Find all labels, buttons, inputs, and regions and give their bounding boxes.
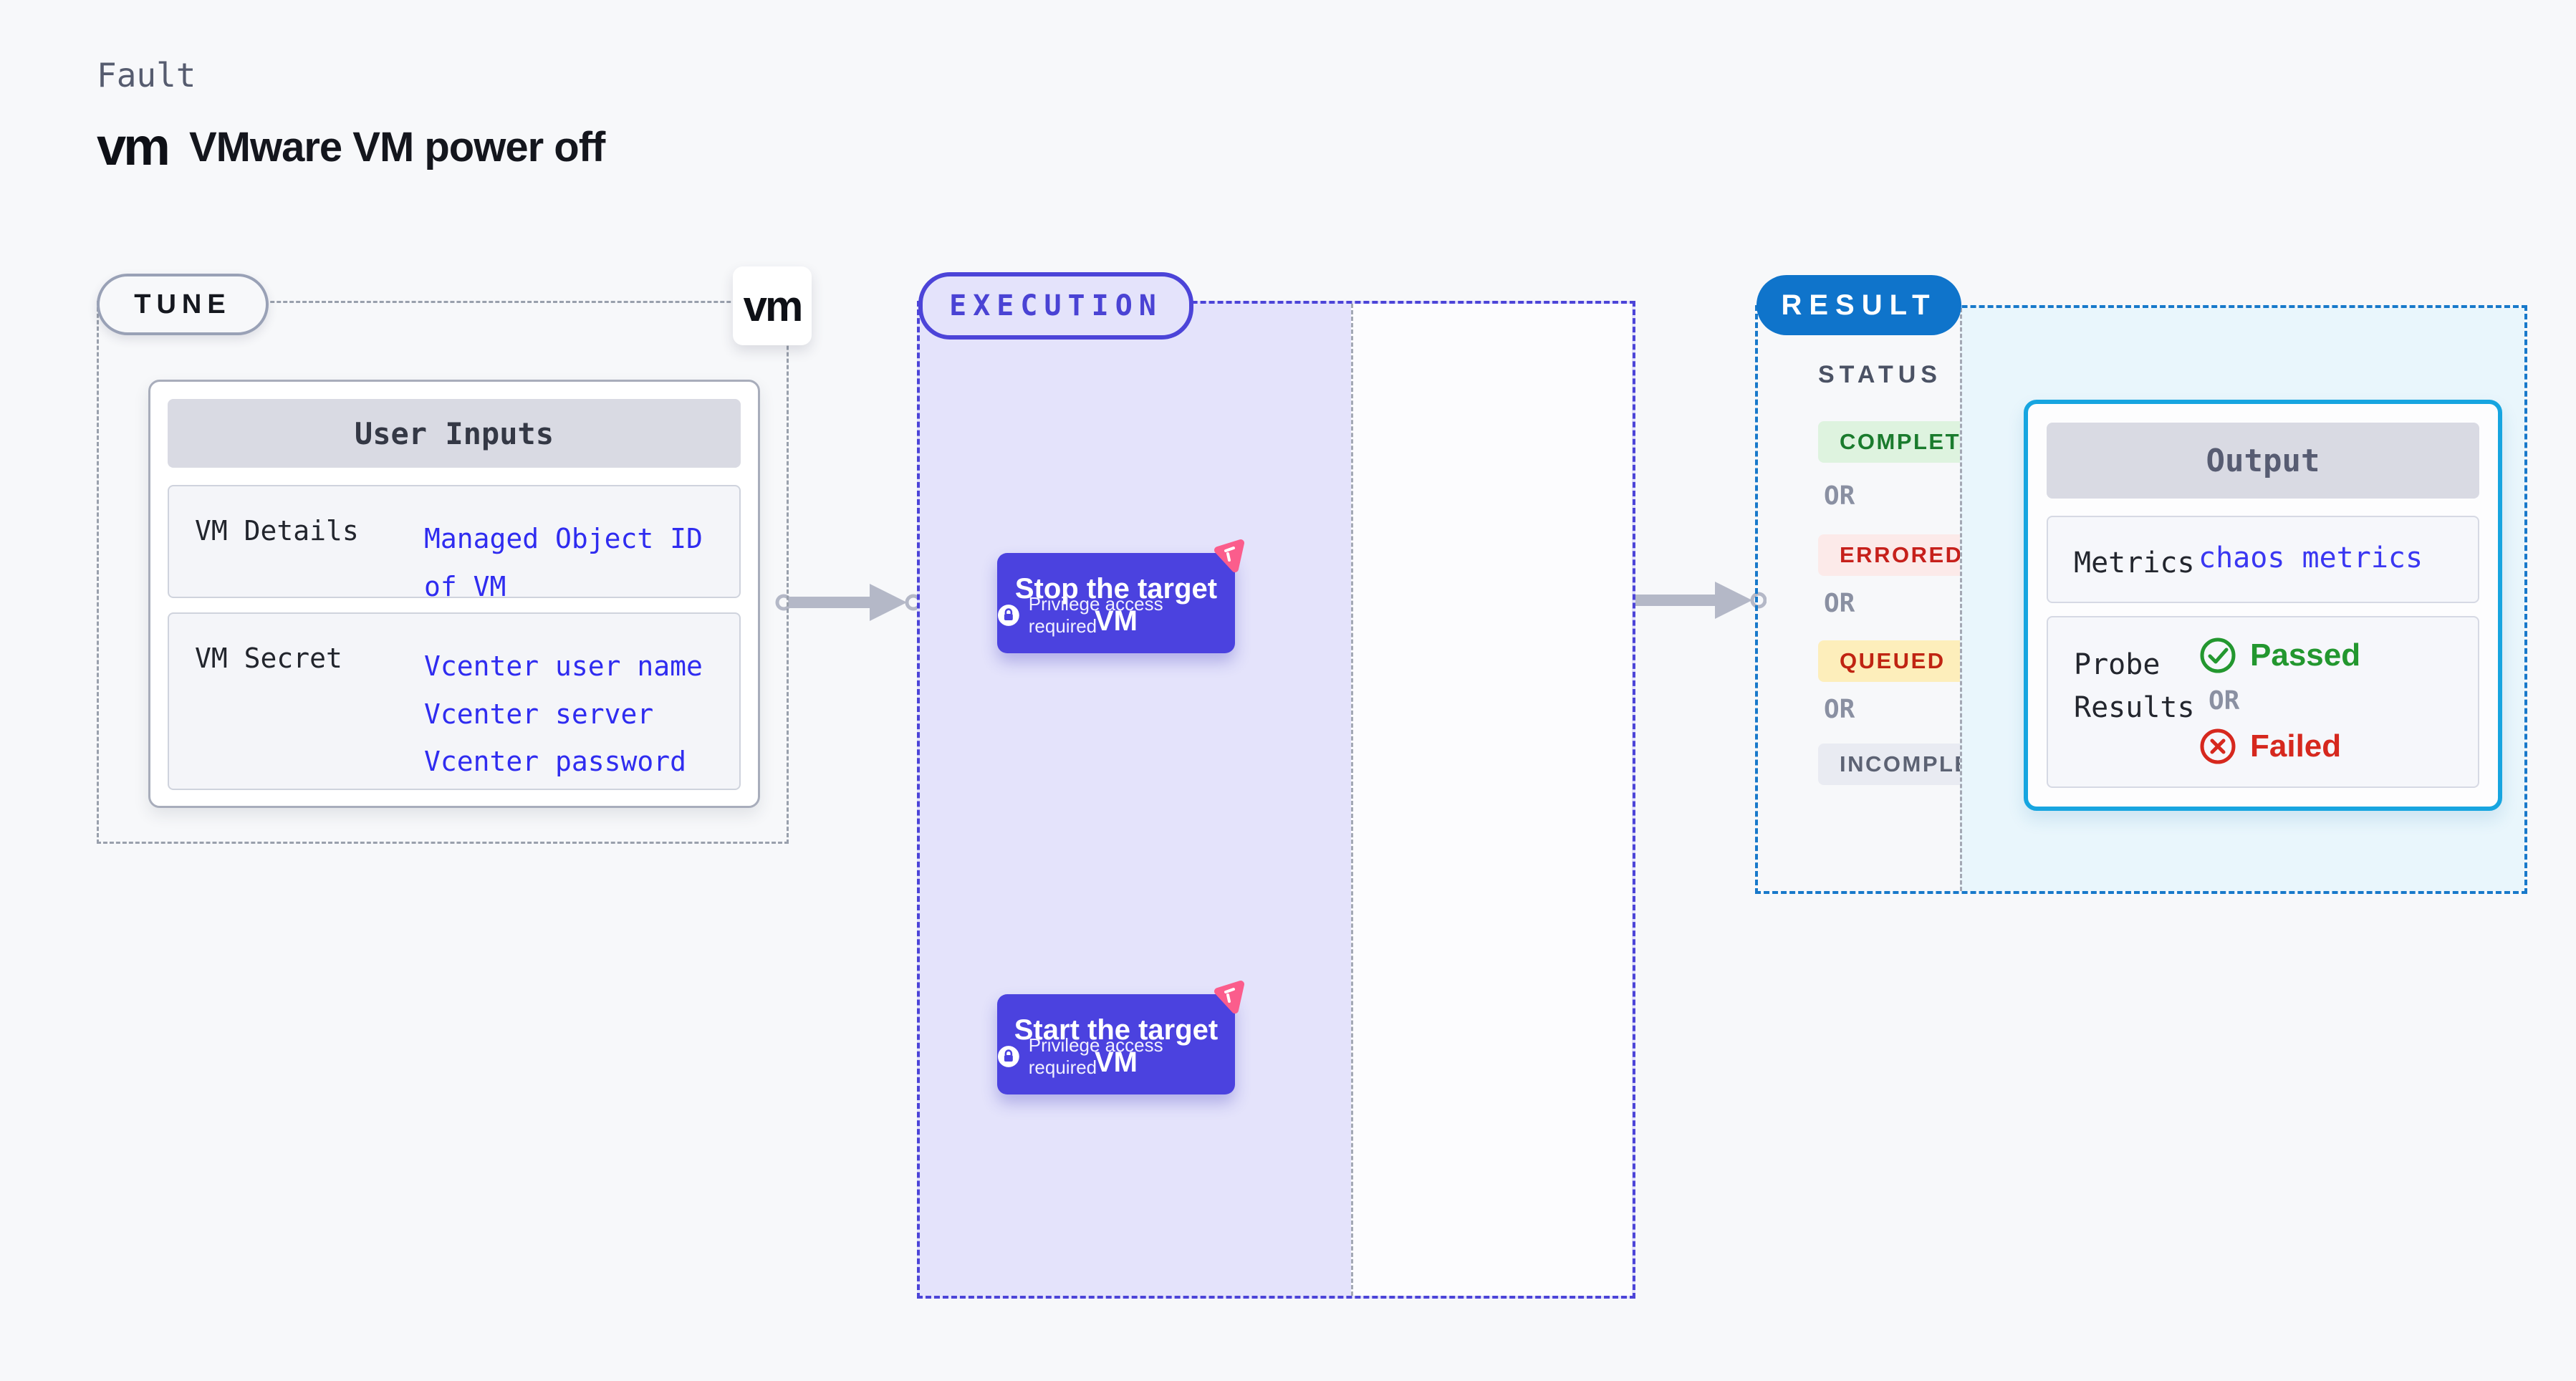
litmus-chaos-icon [1214,539,1244,572]
result-pill-label: RESULT [1781,289,1937,321]
status-badge-queued: QUEUED [1818,640,1967,682]
failed-text: Failed [2250,728,2342,764]
status-or-3: OR [1824,695,1855,724]
probe-results-label: Probe Results [2074,648,2195,724]
user-inputs-card: User Inputs VM Details Managed Object ID… [148,380,760,808]
output-header-label: Output [2206,442,2320,479]
vcenter-server-value: Vcenter server [424,698,654,730]
tune-section-pill: TUNE [97,274,269,335]
probe-results-row: Probe Results Passed OR Failed [2047,616,2479,788]
tune-pill-label: TUNE [134,289,231,319]
user-inputs-header-label: User Inputs [354,415,554,451]
vcenter-password-value: Vcenter password [424,746,687,777]
execution-section-box [917,301,1635,1299]
metrics-row: Metrics chaos metrics [2047,516,2479,603]
x-circle-icon [2200,728,2236,764]
arrow-execution-to-result [1620,582,1767,619]
vmware-logo-card: vm [733,266,812,345]
failed-line: Failed [2198,727,2360,766]
metrics-value: chaos metrics [2198,542,2423,574]
user-inputs-header: User Inputs [168,399,741,468]
start-privilege-note-text: Privilege access required [1028,1034,1163,1078]
status-column-title: STATUS [1818,361,1942,388]
vm-secret-values: Vcenter user name Vcenter server Vcenter… [424,643,732,786]
probe-results-or: OR [2209,686,2240,716]
output-header: Output [2047,423,2479,499]
vm-details-label: VM Details [195,515,359,547]
execution-section-pill: EXECUTION [918,272,1193,340]
stop-target-vm-button[interactable]: Stop the target VM Privilege access requ… [997,539,1244,653]
vm-details-value: Managed Object ID of VM [424,523,703,602]
vm-details-row: VM Details Managed Object ID of VM [168,485,741,602]
passed-line: Passed [2198,636,2360,675]
status-badge-errored: ERRORED [1818,534,1985,576]
vm-secret-row: VM Secret Vcenter user name Vcenter serv… [168,612,741,790]
stop-privilege-note: Privilege access required [997,593,1235,637]
litmus-chaos-icon [1214,981,1244,1014]
probes-panel [1351,304,1632,1296]
vmware-logo-small: vm [743,282,804,330]
check-circle-icon [2200,637,2236,673]
execution-pill-label: EXECUTION [949,289,1163,322]
lock-icon [997,605,1019,626]
stop-target-vm-label: Stop the target VM [1014,573,1218,637]
status-or-2: OR [1824,589,1855,618]
result-section-pill: RESULT [1756,275,1961,335]
probe-results-values: Passed OR Failed [2198,636,2360,766]
page-title: VMware VM power off [188,123,605,170]
status-or-1: OR [1824,481,1855,511]
output-card: Output Metrics chaos metrics Probe Resul… [2024,400,2502,811]
vmware-logo: vm [97,117,170,176]
start-target-vm-button[interactable]: Start the target VM Privilege access req… [997,981,1244,1094]
fault-kicker: Fault [97,56,196,95]
page-title-row: vm VMware VM power off [97,120,605,173]
lock-icon [997,1046,1019,1067]
arrow-tune-to-execution [775,584,921,621]
passed-text: Passed [2250,637,2361,673]
vcenter-user-name-value: Vcenter user name [424,650,703,682]
metrics-label: Metrics [2074,547,2195,579]
tune-section-box [97,301,789,844]
start-target-vm-label: Start the target VM [1014,1014,1219,1078]
stop-privilege-note-text: Privilege access required [1028,593,1163,637]
start-privilege-note: Privilege access required [997,1034,1235,1079]
vm-secret-label: VM Secret [195,643,342,674]
